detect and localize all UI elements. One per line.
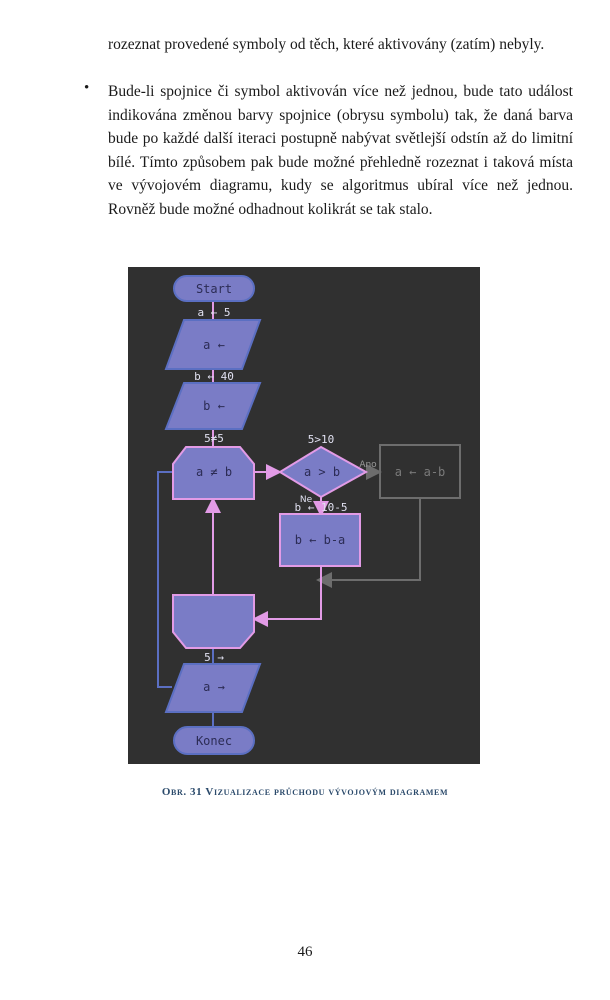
assign-a-label: a ← a-b: [395, 465, 446, 479]
assign-b-label: b ← b-a: [295, 533, 346, 547]
assign-a-node: a ← a-b: [379, 444, 461, 499]
paragraph-continuation: rozeznat provedené symboly od těch, kter…: [108, 36, 545, 53]
input-a-node: a ←: [164, 319, 262, 370]
bullet-paragraph: Bude-li spojnice či symbol aktivován víc…: [108, 83, 573, 218]
figure-caption: Obr. 31 Vizualizace průchodu vývojovým d…: [161, 786, 449, 798]
end-label: Konec: [196, 734, 232, 748]
loop-annotation: 5≠5: [204, 432, 224, 445]
assign-b-annotation: b ← 10-5: [295, 501, 348, 514]
bullet-marker: •: [84, 80, 90, 96]
output-a-label: a →: [203, 680, 225, 694]
loop-condition-label: a ≠ b: [196, 465, 232, 479]
input-b-annotation: b ← 40: [194, 370, 234, 383]
decision-node: a > b: [278, 445, 369, 499]
loop-condition-node: a ≠ b: [172, 446, 255, 500]
output-annotation: 5 →: [204, 651, 224, 664]
input-b-node: b ←: [164, 382, 262, 430]
page-number: 46: [297, 944, 313, 960]
assign-b-node: b ← b-a: [279, 513, 361, 567]
no-label: Ne: [300, 495, 313, 505]
decision-annotation: 5>10: [308, 433, 335, 446]
input-b-label: b ←: [203, 399, 225, 413]
input-a-label: a ←: [203, 338, 225, 352]
end-terminal: Konec: [173, 726, 255, 755]
flowchart-figure: Start a ← 5 a ← b ← 40 b ← 5≠5 a ≠ b 5>1…: [128, 267, 480, 764]
loop-end-node: [172, 594, 255, 649]
start-label: Start: [196, 282, 232, 296]
output-a-node: a →: [164, 663, 262, 713]
yes-label: Ano: [359, 460, 377, 470]
decision-label: a > b: [304, 465, 340, 479]
start-terminal: Start: [173, 275, 255, 302]
input-a-annotation: a ← 5: [197, 306, 230, 319]
